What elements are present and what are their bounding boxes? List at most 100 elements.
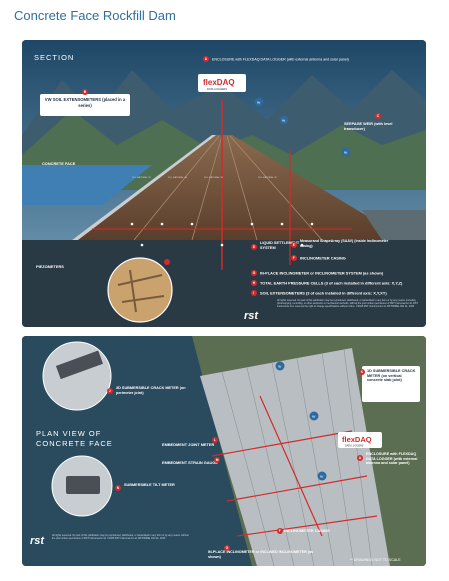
callout-k-text-wrap: 1D SUBMERSIBLE CRACK METER (on vertical … bbox=[367, 369, 416, 383]
callout-l-marker bbox=[212, 437, 218, 443]
zone-line-2 bbox=[191, 135, 223, 241]
callout-c-letter: C bbox=[377, 114, 380, 118]
callout-b-marker bbox=[82, 89, 88, 95]
callout-d2-marker bbox=[251, 244, 257, 250]
wifi-icon: ≈ bbox=[341, 147, 351, 157]
callout-b-box bbox=[40, 94, 130, 116]
callout-h-text: TOTAL EARTH PRESSURE CELLS (3 of each in… bbox=[260, 281, 403, 286]
concrete-face-label: CONCRETE FACE bbox=[42, 161, 76, 166]
callout-k-marker bbox=[359, 369, 365, 375]
wifi-icon: ≈ bbox=[317, 471, 327, 481]
callout-j-letter: J bbox=[109, 389, 111, 393]
callout-j-text: 3D SUBMERSIBLE CRACK METER (on perimeter… bbox=[116, 386, 186, 395]
callout-l-letter: L bbox=[214, 438, 216, 442]
callout-d-marker bbox=[164, 259, 170, 265]
section-diagram: SECTION flexDAQ DATA LOGGERS ≈ ≈ ≈ A ENC… bbox=[22, 40, 426, 327]
fill-label-3: FILL MATERIAL 3B bbox=[204, 176, 223, 179]
callout-k-text: 1D SUBMERSIBLE CRACK METER (on vertical … bbox=[367, 369, 416, 383]
plan-brand-sub: DATA LOGGERS bbox=[345, 445, 364, 448]
callout-f2-letter: F bbox=[279, 529, 281, 533]
section-brand-sub: DATA LOGGERS bbox=[207, 87, 227, 91]
svg-text:≈: ≈ bbox=[344, 150, 348, 156]
callout-g-text: IN-PLACE INCLINOMETER or INCLINOMETER SY… bbox=[260, 271, 384, 276]
wifi-icon: ≈ bbox=[279, 115, 289, 125]
callout-k-letter: K bbox=[361, 370, 364, 374]
callout-f2-marker bbox=[277, 528, 283, 534]
callout-m-letter: M bbox=[216, 458, 219, 462]
callout-j-marker bbox=[107, 388, 113, 394]
piezometers-label: PIEZOMETERS bbox=[36, 264, 64, 269]
callout-i-marker bbox=[251, 290, 257, 296]
callout-g-letter: G bbox=[253, 271, 256, 275]
callout-d-text-wrap: LIQUID SETTLEMENT SYSTEM bbox=[260, 241, 300, 250]
extensometer-rods bbox=[117, 269, 165, 313]
callout-f-marker bbox=[291, 255, 297, 261]
svg-text:≈: ≈ bbox=[320, 474, 324, 480]
callout-c-marker bbox=[375, 113, 381, 119]
callout-g2-letter: G bbox=[226, 546, 229, 550]
crack-meter-body bbox=[55, 350, 104, 380]
callout-c-text: SEEPAGE WEIR (with level transducer) bbox=[344, 122, 393, 131]
callout-a2-letter: A bbox=[359, 456, 362, 460]
callout-n-letter: N bbox=[117, 486, 120, 490]
callout-m-text: EMBEDMENT STRAIN GAUGE bbox=[162, 460, 218, 465]
callout-a-text: ENCLOSURE with FLEXDAQ DATA LOGGER (with… bbox=[212, 58, 349, 62]
tilt-meter-body bbox=[66, 476, 100, 494]
callout-a2-text-wrap: ENCLOSURE with FLEXDAQ DATA LOGGER (with… bbox=[366, 452, 418, 465]
callout-f-text: INCLINOMETER CASING bbox=[300, 256, 346, 261]
detail-magnifier bbox=[107, 257, 173, 323]
callout-i-text: SOIL EXTENSOMETERS (3 of each installed … bbox=[260, 291, 387, 296]
callout-d-text: LIQUID SETTLEMENT SYSTEM bbox=[260, 241, 300, 250]
callout-n-text-wrap: SUBMERSIBLE TILT METER bbox=[124, 483, 175, 487]
fill-label-2: FILL MATERIAL 3A bbox=[168, 176, 187, 179]
callout-k-box bbox=[362, 366, 420, 402]
not-to-scale-note: ** DRAWINGS NOT TO SCALE bbox=[350, 558, 401, 562]
wifi-icon: ≈ bbox=[275, 361, 285, 371]
callout-i-letter: I bbox=[253, 291, 254, 295]
section-rst-logo: rst bbox=[244, 310, 259, 322]
plan-rst-logo: rst bbox=[30, 535, 45, 547]
concrete-face bbox=[72, 135, 216, 240]
callout-f2-text: INCLINOMETER CASING bbox=[284, 528, 330, 533]
callout-a2-marker bbox=[357, 455, 363, 461]
zone-line-4 bbox=[229, 135, 323, 241]
svg-text:≈: ≈ bbox=[282, 118, 286, 124]
callout-e-marker bbox=[291, 242, 297, 248]
callout-n-marker bbox=[115, 485, 121, 491]
callout-e-text: Measurand ShapeArray (SAAV) (inside incl… bbox=[300, 239, 389, 248]
reservoir bbox=[22, 165, 152, 205]
wifi-icon: ≈ bbox=[309, 411, 319, 421]
foundation bbox=[22, 240, 426, 327]
callout-b-text: VW SOIL EXTENSOMETERS (placed in a serie… bbox=[44, 97, 126, 108]
callout-h-marker bbox=[251, 280, 257, 286]
callout-d-letter: D bbox=[253, 245, 256, 249]
callout-a-letter: A bbox=[205, 57, 208, 61]
enclosure-icon bbox=[338, 432, 382, 448]
plan-brand: flexDAQ bbox=[342, 435, 372, 444]
callout-n-text: SUBMERSIBLE TILT METER bbox=[124, 483, 175, 487]
callout-g-marker bbox=[251, 270, 257, 276]
plan-copyright: All rights reserved. No part of this pub… bbox=[52, 534, 189, 540]
callout-e-letter: E bbox=[293, 243, 296, 247]
callout-g2-marker bbox=[224, 545, 230, 551]
callout-g2-text-wrap: IN-PLACE INCLINOMETER or INCLINED INCLIN… bbox=[208, 550, 314, 559]
slab-joints bbox=[221, 348, 373, 566]
fill-label-1: FILL MATERIAL 2B bbox=[132, 176, 151, 179]
wifi-icon: ≈ bbox=[254, 97, 264, 107]
callout-j-text-wrap: 3D SUBMERSIBLE CRACK METER (on perimeter… bbox=[116, 386, 186, 395]
crack-meter-icon bbox=[42, 341, 112, 411]
callout-f-letter: F bbox=[293, 256, 295, 260]
plan-panel: ≈ ≈ ≈ J 3D SUBMERSIBLE CRACK METER (on p… bbox=[22, 336, 426, 566]
section-panel: SECTION flexDAQ DATA LOGGERS ≈ ≈ ≈ A ENC… bbox=[22, 40, 426, 327]
plan-copyright-wrap: All rights reserved. No part of this pub… bbox=[52, 534, 189, 540]
svg-text:≈: ≈ bbox=[278, 364, 282, 370]
zone-line-3 bbox=[226, 135, 258, 241]
callout-g2-text: IN-PLACE INCLINOMETER or INCLINED INCLIN… bbox=[208, 550, 314, 559]
fill-label-4: FILL MATERIAL 3C bbox=[258, 176, 277, 179]
callout-m-marker bbox=[214, 457, 220, 463]
section-heading: SECTION bbox=[34, 53, 74, 62]
concrete-face-plan bbox=[200, 348, 390, 566]
callout-a2-text: ENCLOSURE with FLEXDAQ DATA LOGGER (with… bbox=[366, 452, 418, 465]
callout-h-letter: H bbox=[253, 281, 256, 285]
callout-l-text: EMBEDMENT JOINT METER bbox=[162, 442, 214, 447]
